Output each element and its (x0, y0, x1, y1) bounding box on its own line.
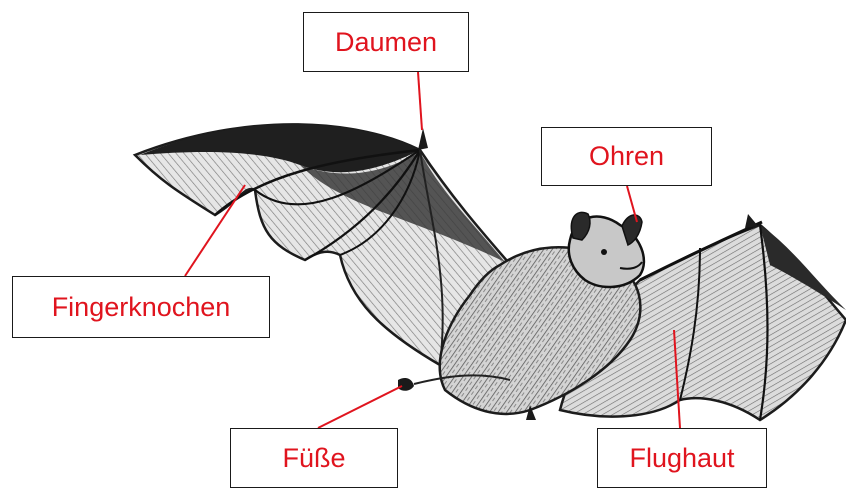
label-feet: Füße (230, 428, 398, 488)
leader-feet (318, 386, 402, 428)
label-ears: Ohren (541, 127, 712, 186)
label-thumb: Daumen (303, 12, 469, 72)
label-wing-membrane: Flughaut (597, 428, 767, 488)
feet (398, 378, 414, 391)
leader-thumb (418, 72, 422, 130)
label-finger-bones: Fingerknochen (12, 276, 270, 338)
